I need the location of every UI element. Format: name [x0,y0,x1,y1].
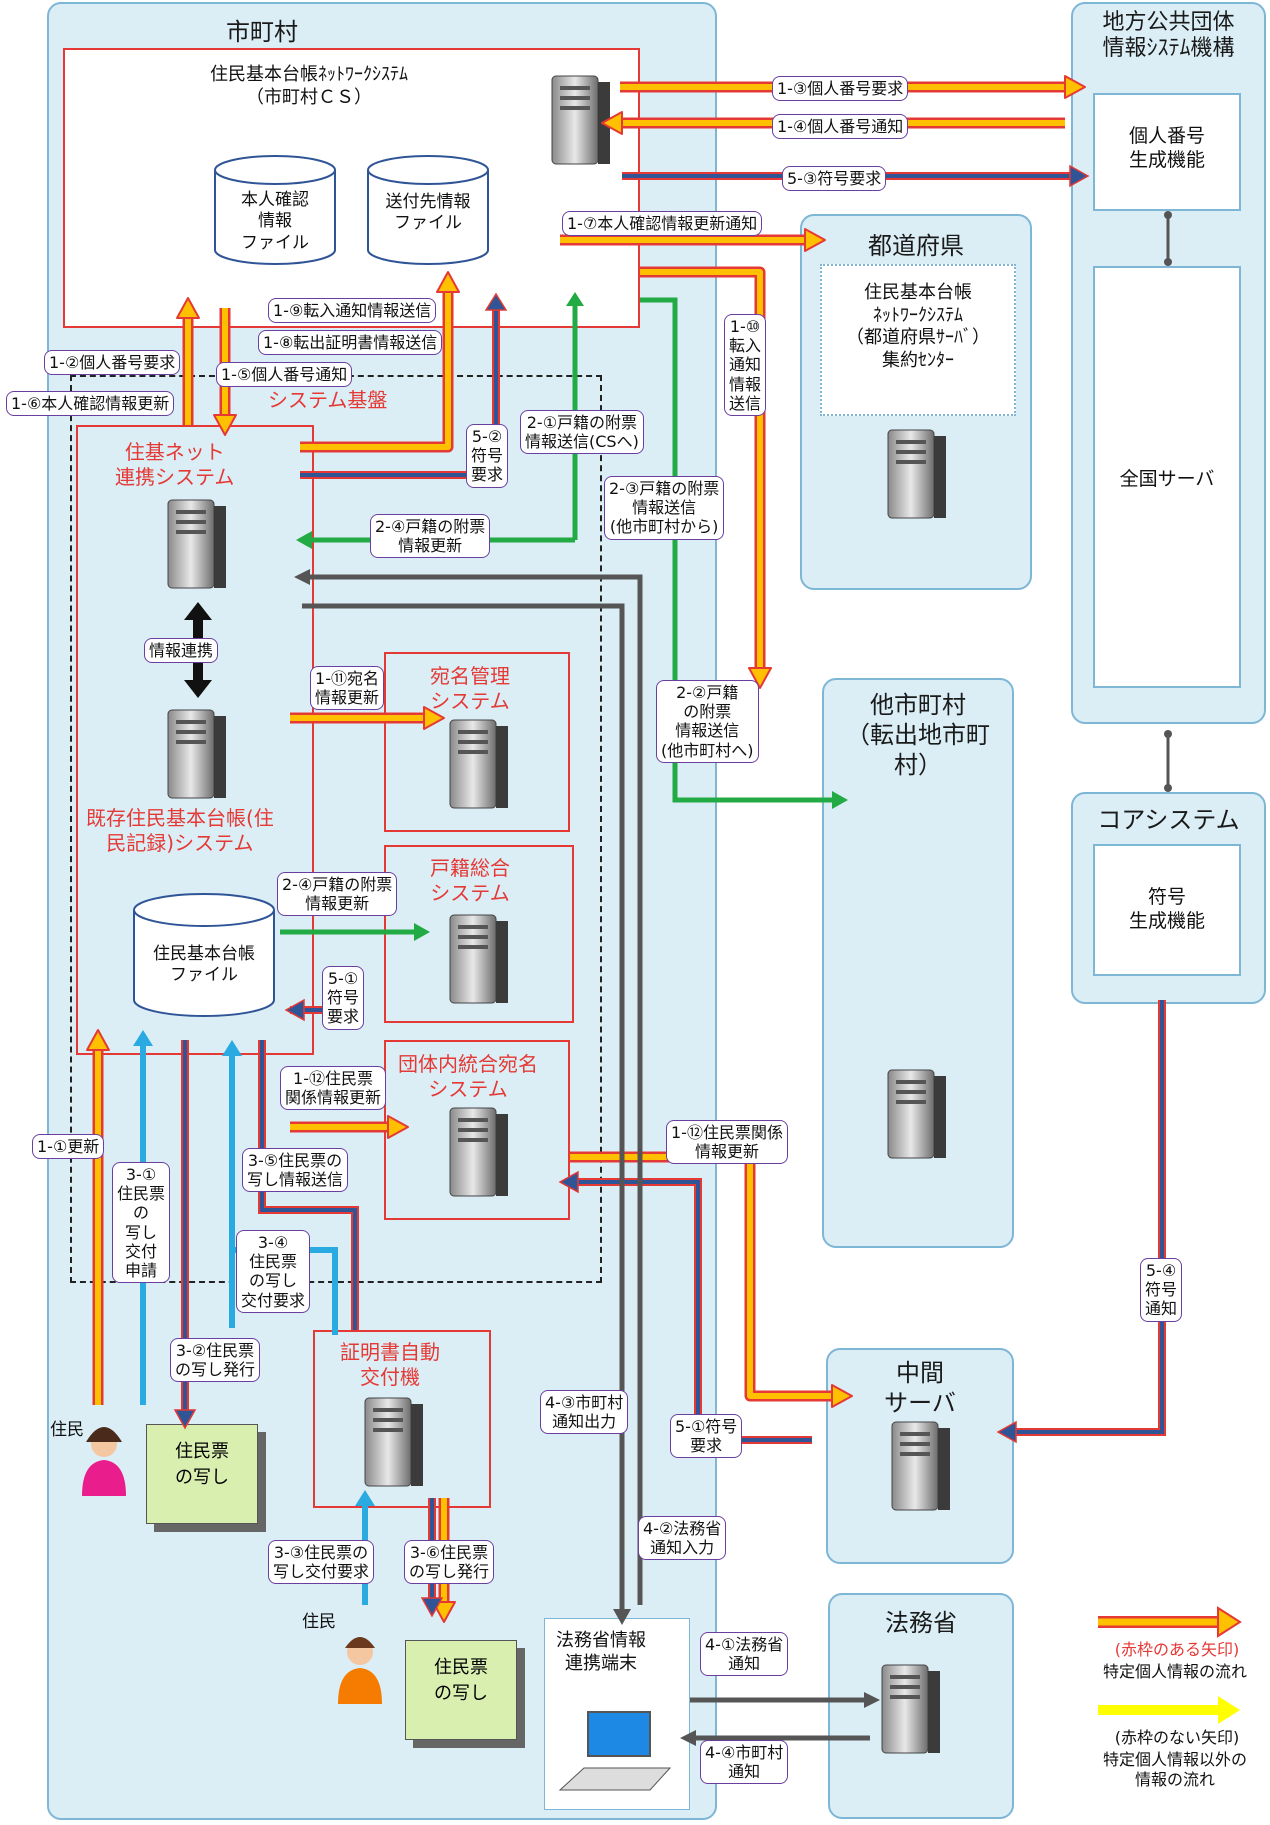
label-4-1: 4-①法務省 通知 [700,1632,788,1676]
juki-link-server-icon [168,500,226,588]
label-2-1: 2-①戸籍の附票 情報送信(CSへ) [520,410,644,454]
legend-red-title: (赤枠のある矢印) [1092,1640,1262,1660]
dantai-atena-server-icon [450,1108,508,1196]
label-1-3: 1-③個人番号要求 [772,76,908,101]
db-juki-label: 住民基本台帳 ファイル [138,944,270,987]
label-1-11: 1-⑪宛名 情報更新 [310,666,384,710]
label-5-3: 5-③符号要求 [782,166,886,191]
label-5-4: 5-④ 符号 通知 [1140,1258,1182,1322]
legend-red-arrow [1098,1608,1240,1636]
label-1-12a: 1-⑫住民票 関係情報更新 [280,1066,386,1110]
label-3-6: 3-⑥住民票 の写し発行 [404,1540,494,1584]
label-5-1: 5-① 符号 要求 [322,966,364,1030]
label-3-2: 3-②住民票 の写し発行 [170,1338,260,1382]
info-link-up-arrow [184,602,212,640]
label-1-6: 1-⑥本人確認情報更新 [6,391,174,416]
label-2-2: 2-②戸籍 の附票 情報送信 (他市町村へ) [656,680,759,763]
pref-server-icon [888,430,946,518]
cs-server-icon [552,76,610,164]
label-3-1: 3-① 住民票 の 写し 交付 申請 [112,1162,170,1283]
legend-red-desc: 特定個人情報の流れ [1080,1662,1270,1682]
middle-server-icon [892,1422,950,1510]
info-link-down-arrow [184,660,212,698]
resident-man-icon [338,1637,382,1704]
pc-terminal-icon [560,1712,670,1790]
label-1-4: 1-④個人番号通知 [772,114,908,139]
atena-server-icon [450,720,508,808]
label-3-3: 3-③住民票の 写し交付要求 [268,1540,374,1584]
label-2-4b: 2-④戸籍の附票 情報更新 [277,872,397,916]
label-4-2: 4-②法務省 通知入力 [638,1516,726,1560]
label-3-4: 3-④ 住民票 の写し 交付要求 [236,1230,310,1313]
info-link-label: 情報連携 [144,638,218,663]
koseki-server-icon [450,915,508,1003]
label-3-5: 3-⑤住民票の 写し情報送信 [242,1148,348,1192]
label-5-2: 5-② 符号 要求 [466,424,508,488]
label-1-8: 1-⑧転出証明書情報送信 [258,330,442,355]
label-1-7: 1-⑦本人確認情報更新通知 [562,211,762,236]
label-1-9: 1-⑨転入通知情報送信 [268,298,436,323]
legend-plain-desc: 特定個人情報以外の 情報の流れ [1080,1750,1270,1790]
label-1-5: 1-⑤個人番号通知 [216,362,352,387]
moj-server-icon [882,1665,940,1753]
label-4-4: 4-④市町村 通知 [700,1740,788,1784]
label-4-3: 4-③市町村 通知出力 [540,1390,628,1434]
label-1-2: 1-②個人番号要求 [44,350,180,375]
label-2-4a: 2-④戸籍の附票 情報更新 [370,514,490,558]
resident-woman-icon [82,1427,126,1496]
db-destination-label: 送付先情報 ファイル [372,192,484,235]
other-muni-server-icon [888,1070,946,1158]
label-1-10: 1-⑩ 転入 通知 情報 送信 [724,314,766,416]
db-identity-label: 本人確認 情報 ファイル [230,190,320,254]
label-5-1b: 5-①符号 要求 [670,1414,742,1458]
label-1-12b: 1-⑫住民票関係 情報更新 [666,1120,788,1164]
kiosk-server-icon [365,1398,423,1486]
legend-plain-arrow [1098,1696,1240,1724]
label-2-3: 2-③戸籍の附票 情報送信 (他市町村から) [604,476,724,540]
legend-plain-title: (赤枠のない矢印) [1092,1728,1262,1748]
label-1-1: 1-①更新 [32,1134,104,1159]
existing-juki-server-icon [168,710,226,798]
